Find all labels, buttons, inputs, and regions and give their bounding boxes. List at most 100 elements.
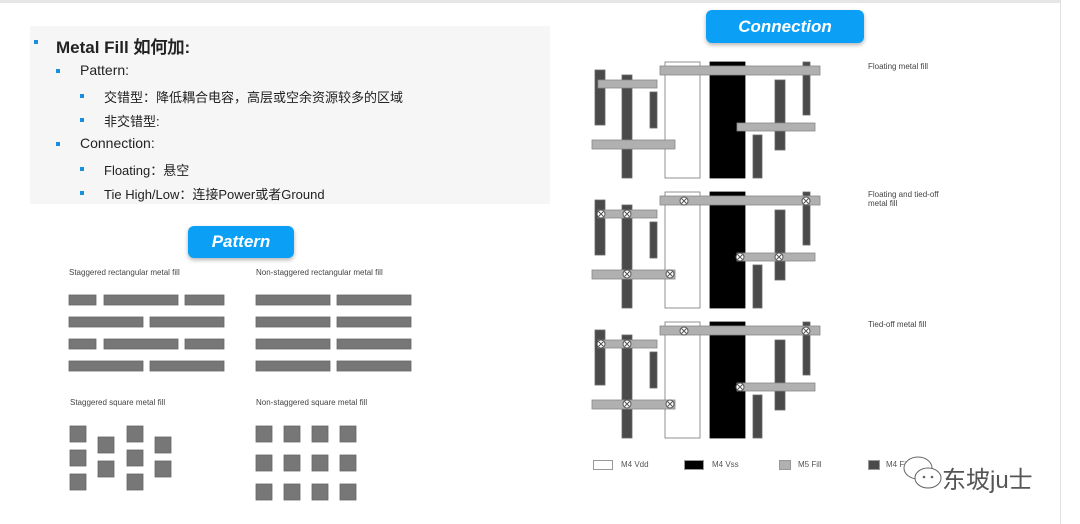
fill-square [283,483,301,501]
fill-square [283,425,301,443]
legend-swatch-vss [684,460,704,470]
fill-rect [149,360,225,372]
via-icon [596,209,606,219]
m4-vdd [664,321,701,439]
fill-square [154,460,172,478]
fill-square [311,483,329,501]
caption-floating-tied: Floating and tied-off metal fill [868,190,939,208]
bullet-floating: Floating：悬空 [79,160,189,179]
m4-fill [594,199,606,256]
via-icon [679,326,689,336]
fill-square [126,449,144,467]
fill-rect [103,338,179,350]
fill-rect [255,316,331,328]
fill-square [311,454,329,472]
via-icon [622,399,632,409]
fill-square [97,436,115,454]
fill-rect [336,294,412,306]
fill-square [69,449,87,467]
m4-fill [774,209,786,281]
caption-nonstaggered-rect: Non-staggered rectangular metal fill [256,268,383,277]
m5-fill [659,325,821,336]
fill-rect [68,294,97,306]
caption-tied: Tied-off metal fill [868,320,927,329]
m5-fill [659,65,821,76]
via-icon [735,382,745,392]
m4-fill [649,351,658,389]
bullet-title: Metal Fill 如何加: [33,33,190,58]
fill-rect [68,360,144,372]
right-border [1060,0,1061,524]
m5-fill [591,399,676,410]
legend-swatch-vdd [593,460,613,470]
bullet-tie: Tie High/Low：连接Power或者Ground [80,184,325,203]
legend-label-m4fill: M4 Fill [886,460,910,469]
fill-rect [149,316,225,328]
fill-square [69,473,87,491]
caption-staggered-square: Staggered square metal fill [70,398,166,407]
fill-square [154,436,172,454]
m5-fill [591,139,676,150]
m4-fill [802,61,811,116]
via-icon [665,269,675,279]
m4-fill [774,339,786,411]
fill-rect [336,360,412,372]
m4-fill [752,264,763,309]
m4-vss [709,61,746,179]
fill-rect [68,338,97,350]
m5-fill [659,195,821,206]
fill-rect [255,360,331,372]
fill-square [339,454,357,472]
top-border [0,0,1060,3]
caption-staggered-rect: Staggered rectangular metal fill [69,268,180,277]
fill-square [255,425,273,443]
fill-square [255,454,273,472]
m4-fill [594,329,606,386]
m4-fill [621,74,633,179]
m4-fill [774,79,786,151]
via-icon [622,339,632,349]
legend-label-vdd: M4 Vdd [621,460,649,469]
legend-swatch-m4fill [868,460,880,470]
via-icon [679,196,689,206]
fill-rect [184,294,225,306]
m4-vdd [664,191,701,309]
via-icon [665,399,675,409]
legend-label-m5: M5 Fill [798,460,822,469]
m4-fill [802,321,811,376]
fill-square [69,425,87,443]
m4-vdd [664,61,701,179]
m5-fill [736,122,816,132]
fill-rect [103,294,179,306]
fill-square [311,425,329,443]
fill-rect [68,316,144,328]
caption-floating: Floating metal fill [868,62,929,71]
legend-label-vss: M4 Vss [712,460,739,469]
via-icon [801,326,811,336]
fill-square [339,425,357,443]
fill-square [339,483,357,501]
legend-swatch-m5 [779,460,791,470]
via-icon [622,209,632,219]
m5-fill [591,269,676,280]
m4-vss [709,191,746,309]
m4-vss [709,321,746,439]
m4-fill [649,221,658,259]
pattern-label: Pattern [188,226,294,258]
m4-fill [802,191,811,246]
via-icon [774,252,784,262]
m4-fill [621,204,633,309]
bullet-non-staggered: 非交错型: [80,111,160,130]
m5-fill [597,79,658,89]
fill-square [97,460,115,478]
caption-nonstaggered-square: Non-staggered square metal fill [256,398,368,407]
m4-fill [621,334,633,439]
bullet-staggered: 交错型：降低耦合电容，高层或空余资源较多的区域 [79,87,403,106]
fill-rect [336,316,412,328]
m4-fill [649,91,658,129]
fill-rect [336,338,412,350]
fill-rect [184,338,225,350]
fill-rect [255,294,331,306]
bullet-pattern: Pattern: [55,62,130,78]
